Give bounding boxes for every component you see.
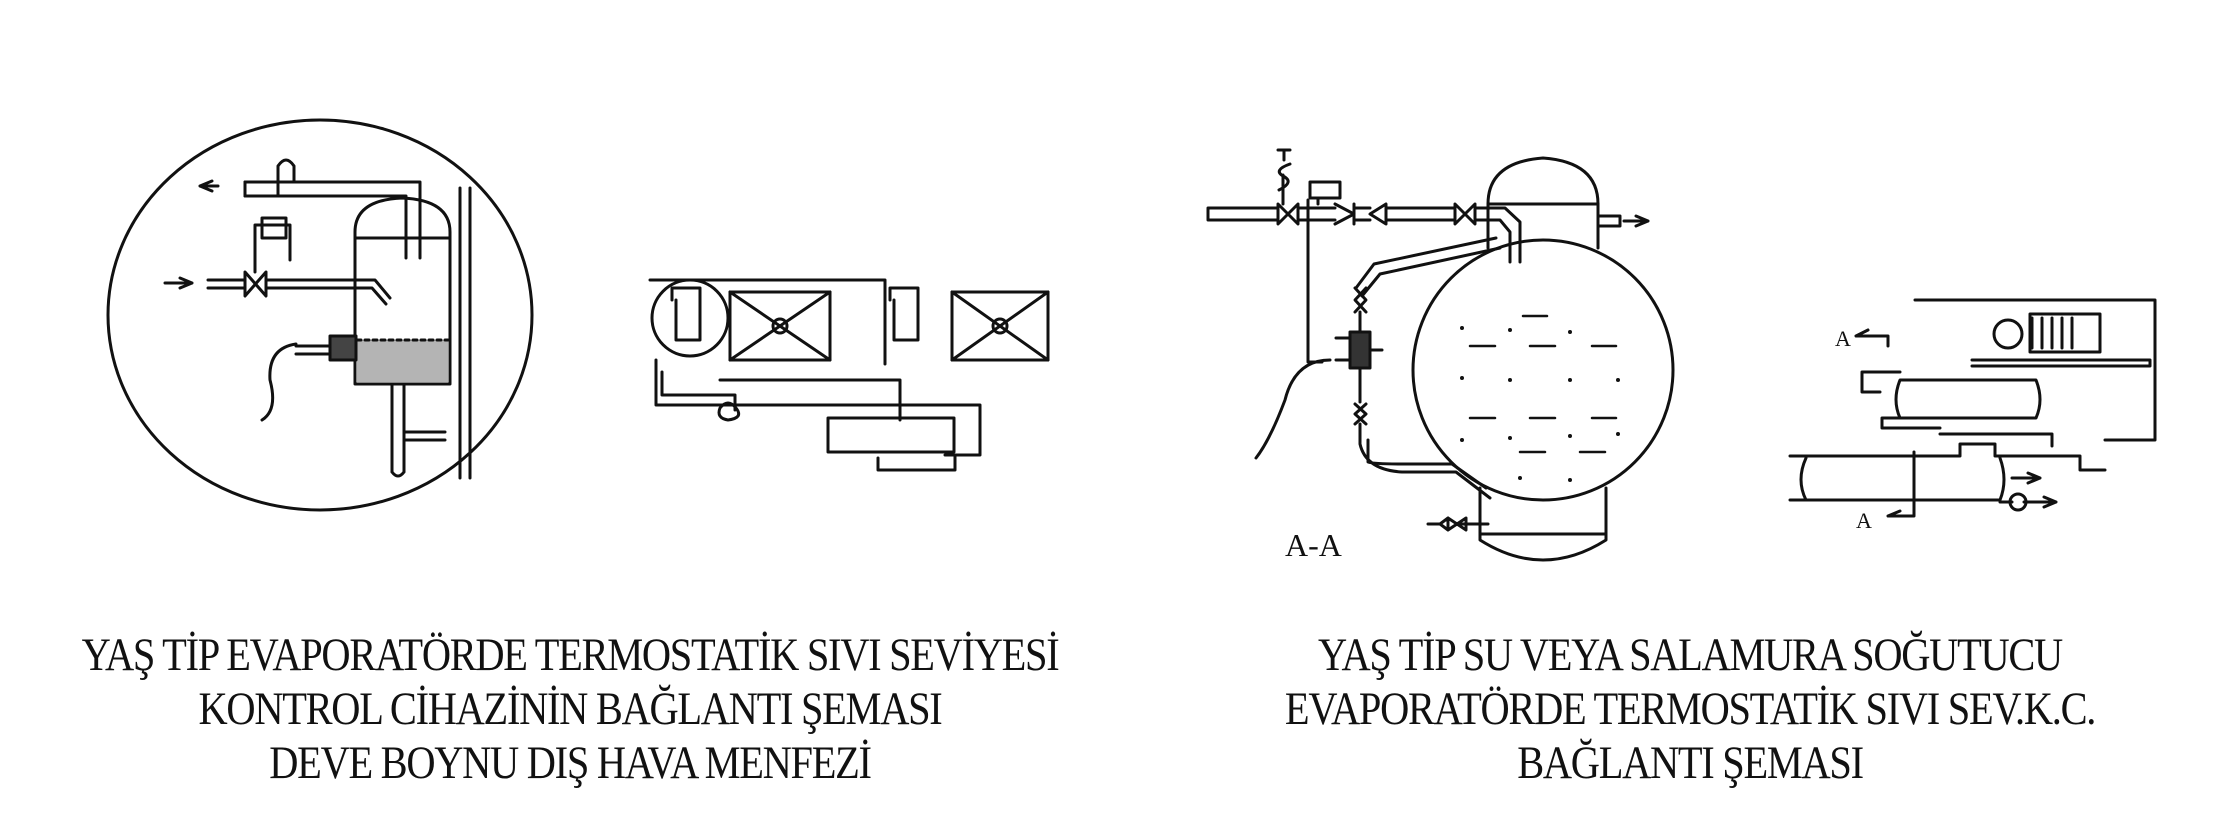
liquid-inlet [163,216,392,306]
side-elevation: A A [1788,298,2157,533]
right-caption-line-1: YAŞ TİP SU VEYA SALAMURA SOĞUTUCU [1318,629,2063,681]
wall-line [458,186,472,480]
section-marker-bottom: A [1856,508,1872,533]
left-caption-line-3: DEVE BOYNU DIŞ HAVA MENFEZİ [269,737,872,789]
detail-circle-view [106,118,534,512]
system-plan [648,278,1050,472]
right-caption-line-2: EVAPORATÖRDE TERMOSTATİK SIVI SEV.K.C. [1284,683,2096,735]
cooler-unit-2 [950,290,1050,362]
section-view: A-A [1206,148,1675,563]
vessel-shell [1411,156,1675,562]
shell-circle [1411,238,1675,502]
level-controller [1254,236,1502,500]
right-figure-caption: YAŞ TİP SU VEYA SALAMURA SOĞUTUCU EVAPOR… [1243,628,2137,790]
plan-detail-circle [650,278,730,358]
tube-bundle-marks [1468,314,1618,454]
liquid-level-hatch [357,340,448,382]
left-caption-line-1: YAŞ TİP EVAPORATÖRDE TERMOSTATİK SIVI SE… [81,629,1060,681]
compressor-block [826,416,956,454]
left-caption-line-2: KONTROL CİHAZİNİN BAĞLANTI ŞEMASI [198,683,943,735]
right-caption-line-3: BAĞLANTI ŞEMASI [1517,737,1864,789]
return-pipe [198,158,422,260]
accumulator-vessel [353,196,452,478]
section-label: A-A [1285,527,1342,563]
inlet-line [1206,148,1522,364]
shell-dots [1460,326,1620,482]
float-switch [260,334,358,422]
motor-unit [2028,312,2102,354]
left-figure-caption: YAŞ TİP EVAPORATÖRDE TERMOSTATİK SIVI SE… [80,628,1060,790]
detail-circle [106,118,534,512]
section-marker-top: A [1835,326,1851,351]
cooler-unit-1 [728,290,832,362]
